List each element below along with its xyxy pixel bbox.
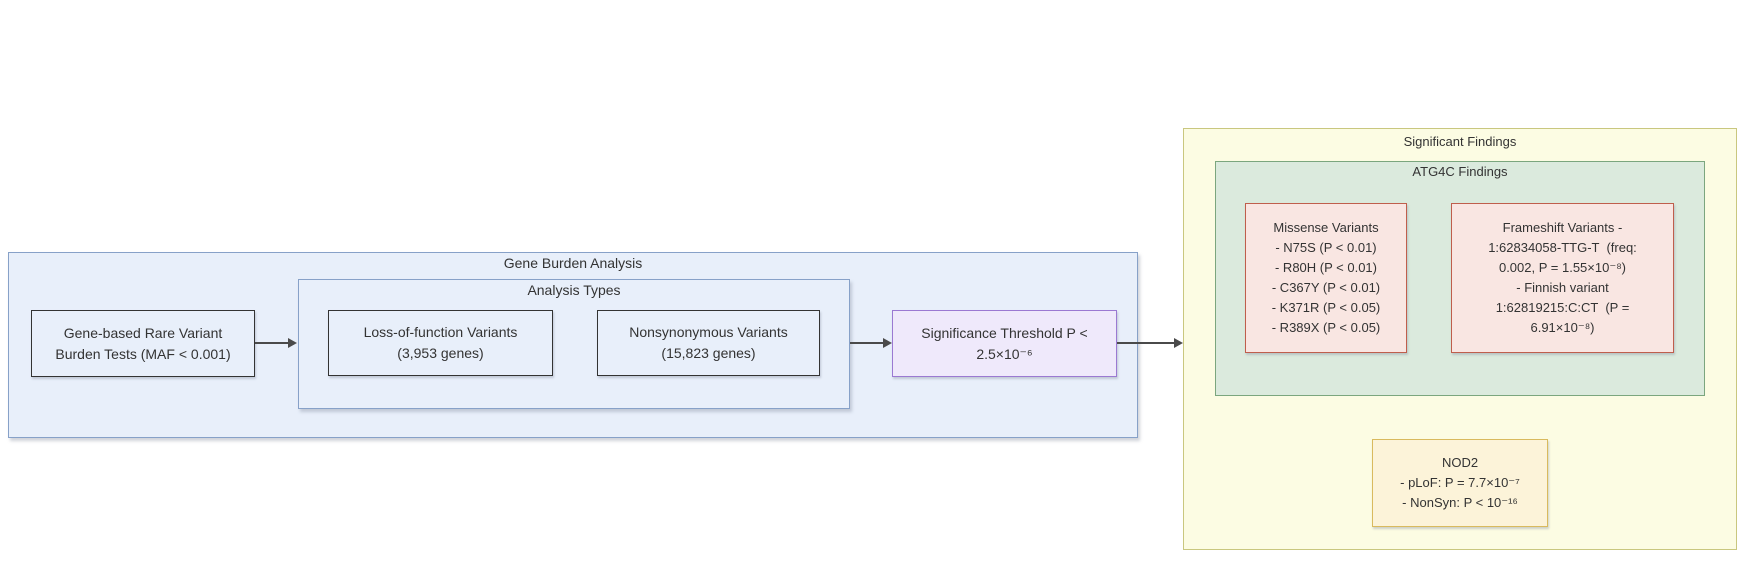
node-text-line: 6.91×10⁻⁸)	[1530, 320, 1595, 335]
node-nod2: NOD2 - pLoF: P = 7.7×10⁻⁷ - NonSyn: P < 10…	[1372, 439, 1548, 527]
node-text-line: Gene-based Rare Variant	[63, 324, 223, 341]
node-text-line: - K371R (P < 0.05)	[1271, 300, 1381, 315]
arrow-analysis-to-threshold-head	[883, 338, 892, 348]
node-text-line: 0.002, P = 1.55×10⁻⁸)	[1498, 260, 1627, 275]
node-nonsynonymous-variants: Nonsynonymous Variants (15,823 genes)	[597, 310, 820, 376]
analysis-types-group: Analysis Types Loss-of-function Variants…	[298, 279, 850, 409]
node-text-line: - R389X (P < 0.05)	[1271, 320, 1381, 335]
node-text-line: Burden Tests (MAF < 0.001)	[55, 345, 231, 362]
node-text-line: - NonSyn: P < 10⁻¹⁶	[1402, 495, 1518, 510]
significant-findings-group: Significant Findings ATG4C Findings Miss…	[1183, 128, 1737, 550]
gene-burden-analysis-group: Gene Burden Analysis Gene-based Rare Var…	[8, 252, 1138, 438]
node-text-line: - C367Y (P < 0.01)	[1271, 280, 1381, 295]
node-text-line: (15,823 genes)	[661, 345, 756, 361]
arrow-burden-to-analysis-head	[288, 338, 297, 348]
node-significance-threshold: Significance Threshold P < 2.5×10⁻⁶	[892, 310, 1117, 377]
node-text-line: - N75S (P < 0.01)	[1275, 240, 1377, 255]
node-text-line: - R80H (P < 0.01)	[1274, 260, 1377, 275]
arrow-burden-to-analysis-line	[255, 342, 288, 344]
node-text-line: Nonsynonymous Variants	[629, 324, 788, 340]
node-frameshift-variants: Frameshift Variants - 1:62834058-TTG-T (f…	[1451, 203, 1674, 353]
node-text-line: 1:62834058-TTG-T (freq:	[1488, 240, 1637, 255]
arrow-threshold-to-findings-line	[1117, 342, 1174, 344]
arrow-threshold-to-findings-head	[1174, 338, 1183, 348]
node-text-line: Missense Variants	[1273, 220, 1379, 235]
node-text-line: NOD2	[1441, 455, 1479, 470]
atg4c-findings-group: ATG4C Findings Missense Variants - N75S (…	[1215, 161, 1705, 396]
node-text-line: Significance Threshold P <	[921, 324, 1088, 341]
node-text-line: - pLoF: P = 7.7×10⁻⁷	[1400, 475, 1520, 490]
node-text-line: 2.5×10⁻⁶	[976, 345, 1033, 362]
significant-findings-title: Significant Findings	[1403, 134, 1517, 149]
node-missense-variants: Missense Variants - N75S (P < 0.01) - R80H…	[1245, 203, 1407, 353]
node-text-line: - Finnish variant	[1516, 280, 1609, 295]
gene-burden-analysis-title: Gene Burden Analysis	[503, 255, 643, 271]
node-loss-of-function-variants: Loss-of-function Variants (3,953 genes)	[328, 310, 553, 376]
node-text-line: Frameshift Variants -	[1502, 220, 1623, 235]
analysis-types-title: Analysis Types	[527, 282, 621, 298]
node-text-line: (3,953 genes)	[397, 345, 484, 361]
node-text-line: Loss-of-function Variants	[363, 324, 518, 340]
atg4c-findings-title: ATG4C Findings	[1412, 164, 1508, 179]
node-text-line: 1:62819215:C:CT (P =	[1495, 300, 1630, 315]
arrow-analysis-to-threshold-line	[850, 342, 883, 344]
